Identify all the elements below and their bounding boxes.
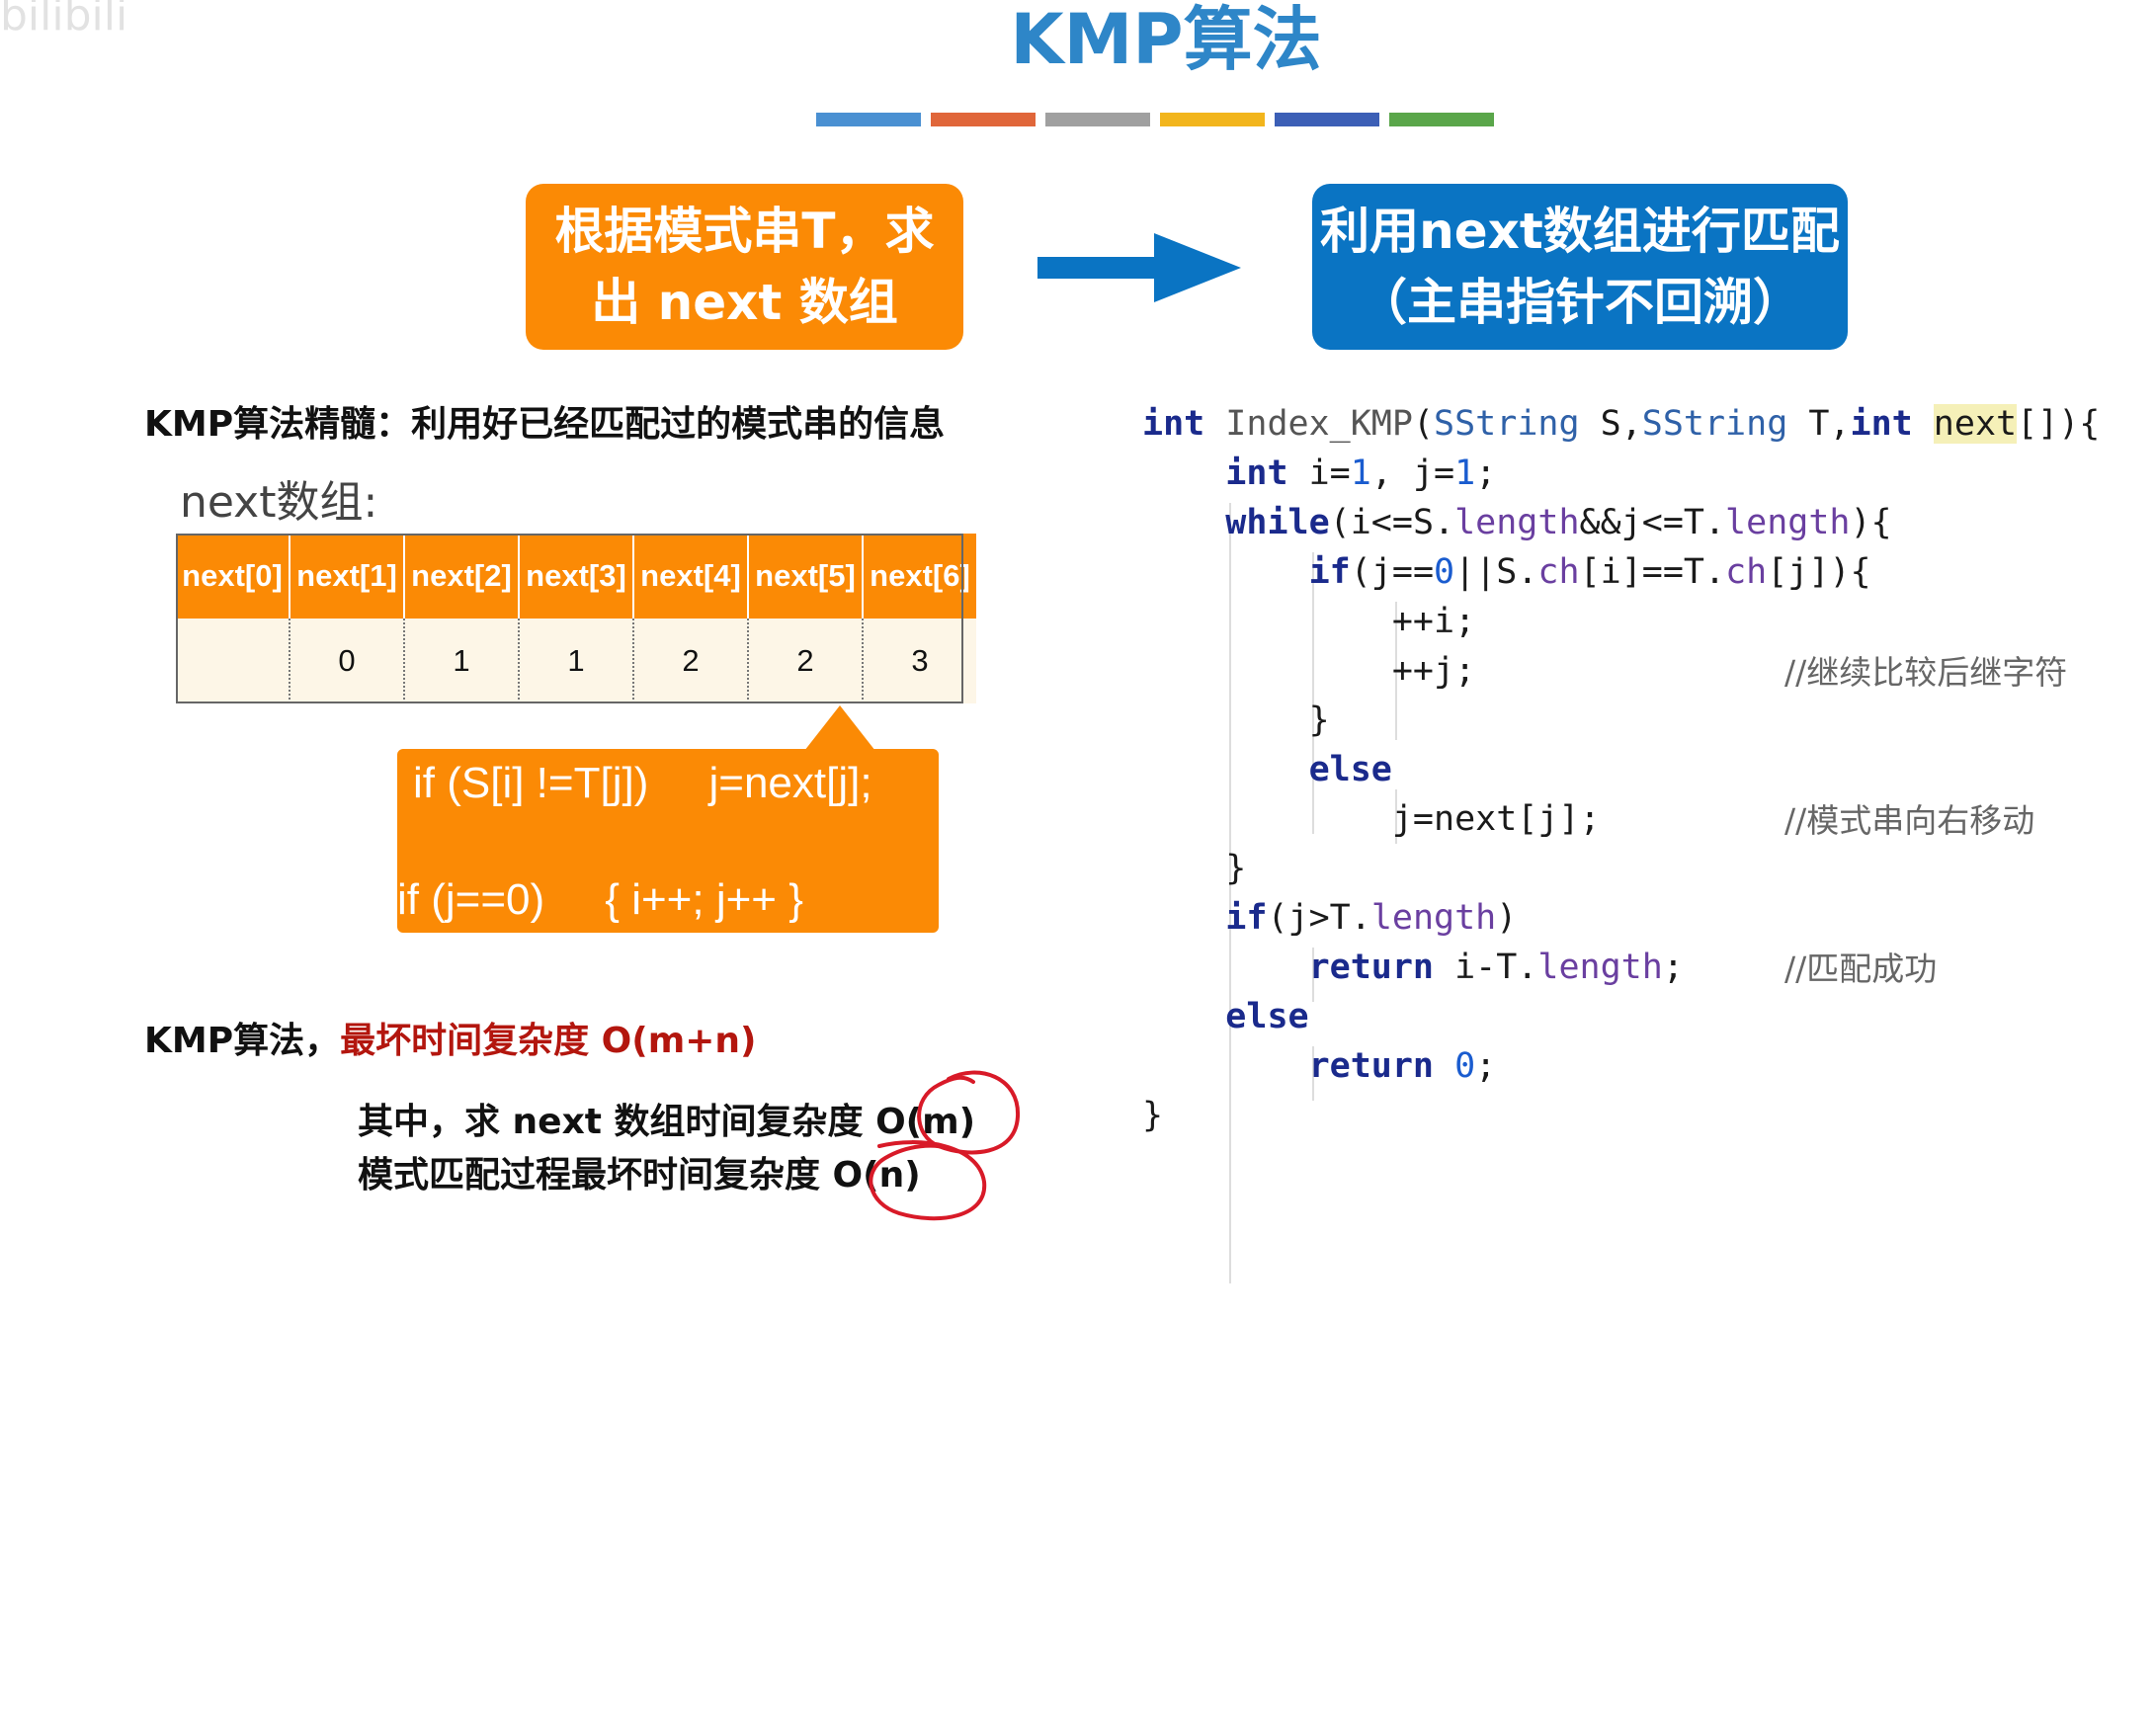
compute-next-box: 根据模式串T，求 出 next 数组 xyxy=(526,184,963,350)
title-stripe xyxy=(1389,113,1494,126)
use-next-line: （主串指针不回溯） xyxy=(1357,274,1802,331)
code-line: } xyxy=(1142,701,1330,740)
use-next-line: 利用next数组进行匹配 xyxy=(1320,203,1840,260)
indent-guide xyxy=(1229,503,1231,1283)
page-title: KMP算法 xyxy=(1010,0,1322,80)
next-table-header: next[5] xyxy=(748,534,864,619)
title-underline-stripes xyxy=(816,113,1494,126)
kmp-code-block: int Index_KMP(SString S,SString T,int ne… xyxy=(1142,399,2100,1733)
worst-case-complexity: 最坏时间复杂度 O(m+n) xyxy=(340,1021,757,1061)
next-table-cell: 1 xyxy=(404,619,520,703)
next-table-header: next[0] xyxy=(176,534,290,619)
code-line: return i-T.length; xyxy=(1308,948,1684,987)
title-stripe xyxy=(1275,113,1379,126)
code-line: } xyxy=(1142,1096,1164,1135)
callout-pointer xyxy=(804,705,875,751)
next-table-header: next[2] xyxy=(404,534,520,619)
code-line: ++j; xyxy=(1142,651,1476,691)
code-line: int Index_KMP(SString S,SString T,int ne… xyxy=(1142,404,2101,444)
next-table-cell: 2 xyxy=(748,619,864,703)
next-array-table: next[0] next[1] next[2] next[3] next[4] … xyxy=(176,534,976,703)
next-array-label: next数组: xyxy=(180,477,378,528)
indent-guide xyxy=(1395,602,1397,740)
next-table-cell xyxy=(176,619,290,703)
title-stripe xyxy=(1045,113,1150,126)
next-table-cell: 3 xyxy=(863,619,976,703)
watermark: bilibili xyxy=(0,0,128,41)
next-table-header: next[4] xyxy=(633,534,749,619)
next-table-value-row: 0 1 1 2 2 3 xyxy=(176,619,976,703)
title-stripe xyxy=(1160,113,1265,126)
complexity-prefix: KMP算法， xyxy=(144,1021,341,1061)
next-table-cell: 2 xyxy=(633,619,749,703)
compute-next-line: 出 next 数组 xyxy=(591,274,898,331)
callout-zero-line: if (j==0) { i++; j++ } xyxy=(397,875,803,924)
title-stripe xyxy=(931,113,1036,126)
use-next-match-box: 利用next数组进行匹配 （主串指针不回溯） xyxy=(1312,184,1848,350)
compute-next-line: 根据模式串T，求 xyxy=(554,203,935,260)
indent-guide xyxy=(1395,789,1397,844)
next-table-cell: 0 xyxy=(290,619,405,703)
code-line: if(j>T.length) xyxy=(1225,898,1518,938)
next-table-header-row: next[0] next[1] next[2] next[3] next[4] … xyxy=(176,534,976,619)
indent-guide xyxy=(1312,552,1314,834)
code-line: } xyxy=(1142,849,1247,888)
code-comment-continue: //继续比较后继字符 xyxy=(1784,653,2068,692)
next-table-header: next[3] xyxy=(519,534,634,619)
next-table-header: next[6] xyxy=(863,534,976,619)
code-line: else xyxy=(1225,997,1309,1036)
indent-guide xyxy=(1312,948,1314,1002)
title-stripe xyxy=(816,113,921,126)
code-line: ++i; xyxy=(1142,602,1476,641)
code-comment-success: //匹配成功 xyxy=(1784,949,1938,988)
indent-guide xyxy=(1312,1046,1314,1101)
next-table-header: next[1] xyxy=(290,534,405,619)
callout-mismatch-line: if (S[i] !=T[j]) j=next[j]; xyxy=(413,759,872,807)
code-line: return 0; xyxy=(1308,1046,1497,1086)
right-arrow-icon xyxy=(1037,233,1241,302)
code-line: else xyxy=(1308,750,1392,789)
next-table-cell: 1 xyxy=(519,619,634,703)
code-line: if(j==0||S.ch[i]==T.ch[j]){ xyxy=(1308,552,1871,592)
kmp-essence-text: KMP算法精髓：利用好已经匹配过的模式串的信息 xyxy=(144,404,946,445)
kmp-complexity-text: KMP算法，最坏时间复杂度 O(m+n) xyxy=(144,1012,756,1063)
code-comment-move: //模式串向右移动 xyxy=(1784,801,2035,840)
code-line: while(i<=S.length&&j<=T.length){ xyxy=(1225,503,1892,542)
next-array-complexity: 其中，求 next 数组时间复杂度 O(m) xyxy=(358,1102,976,1142)
code-line: int i=1, j=1; xyxy=(1225,454,1497,493)
mismatch-rule-callout: if (S[i] !=T[j]) j=next[j]; if (j==0) { … xyxy=(397,749,939,933)
matching-complexity: 模式匹配过程最坏时间复杂度 O(n) xyxy=(358,1155,921,1196)
code-line: j=next[j]; xyxy=(1142,799,1601,839)
